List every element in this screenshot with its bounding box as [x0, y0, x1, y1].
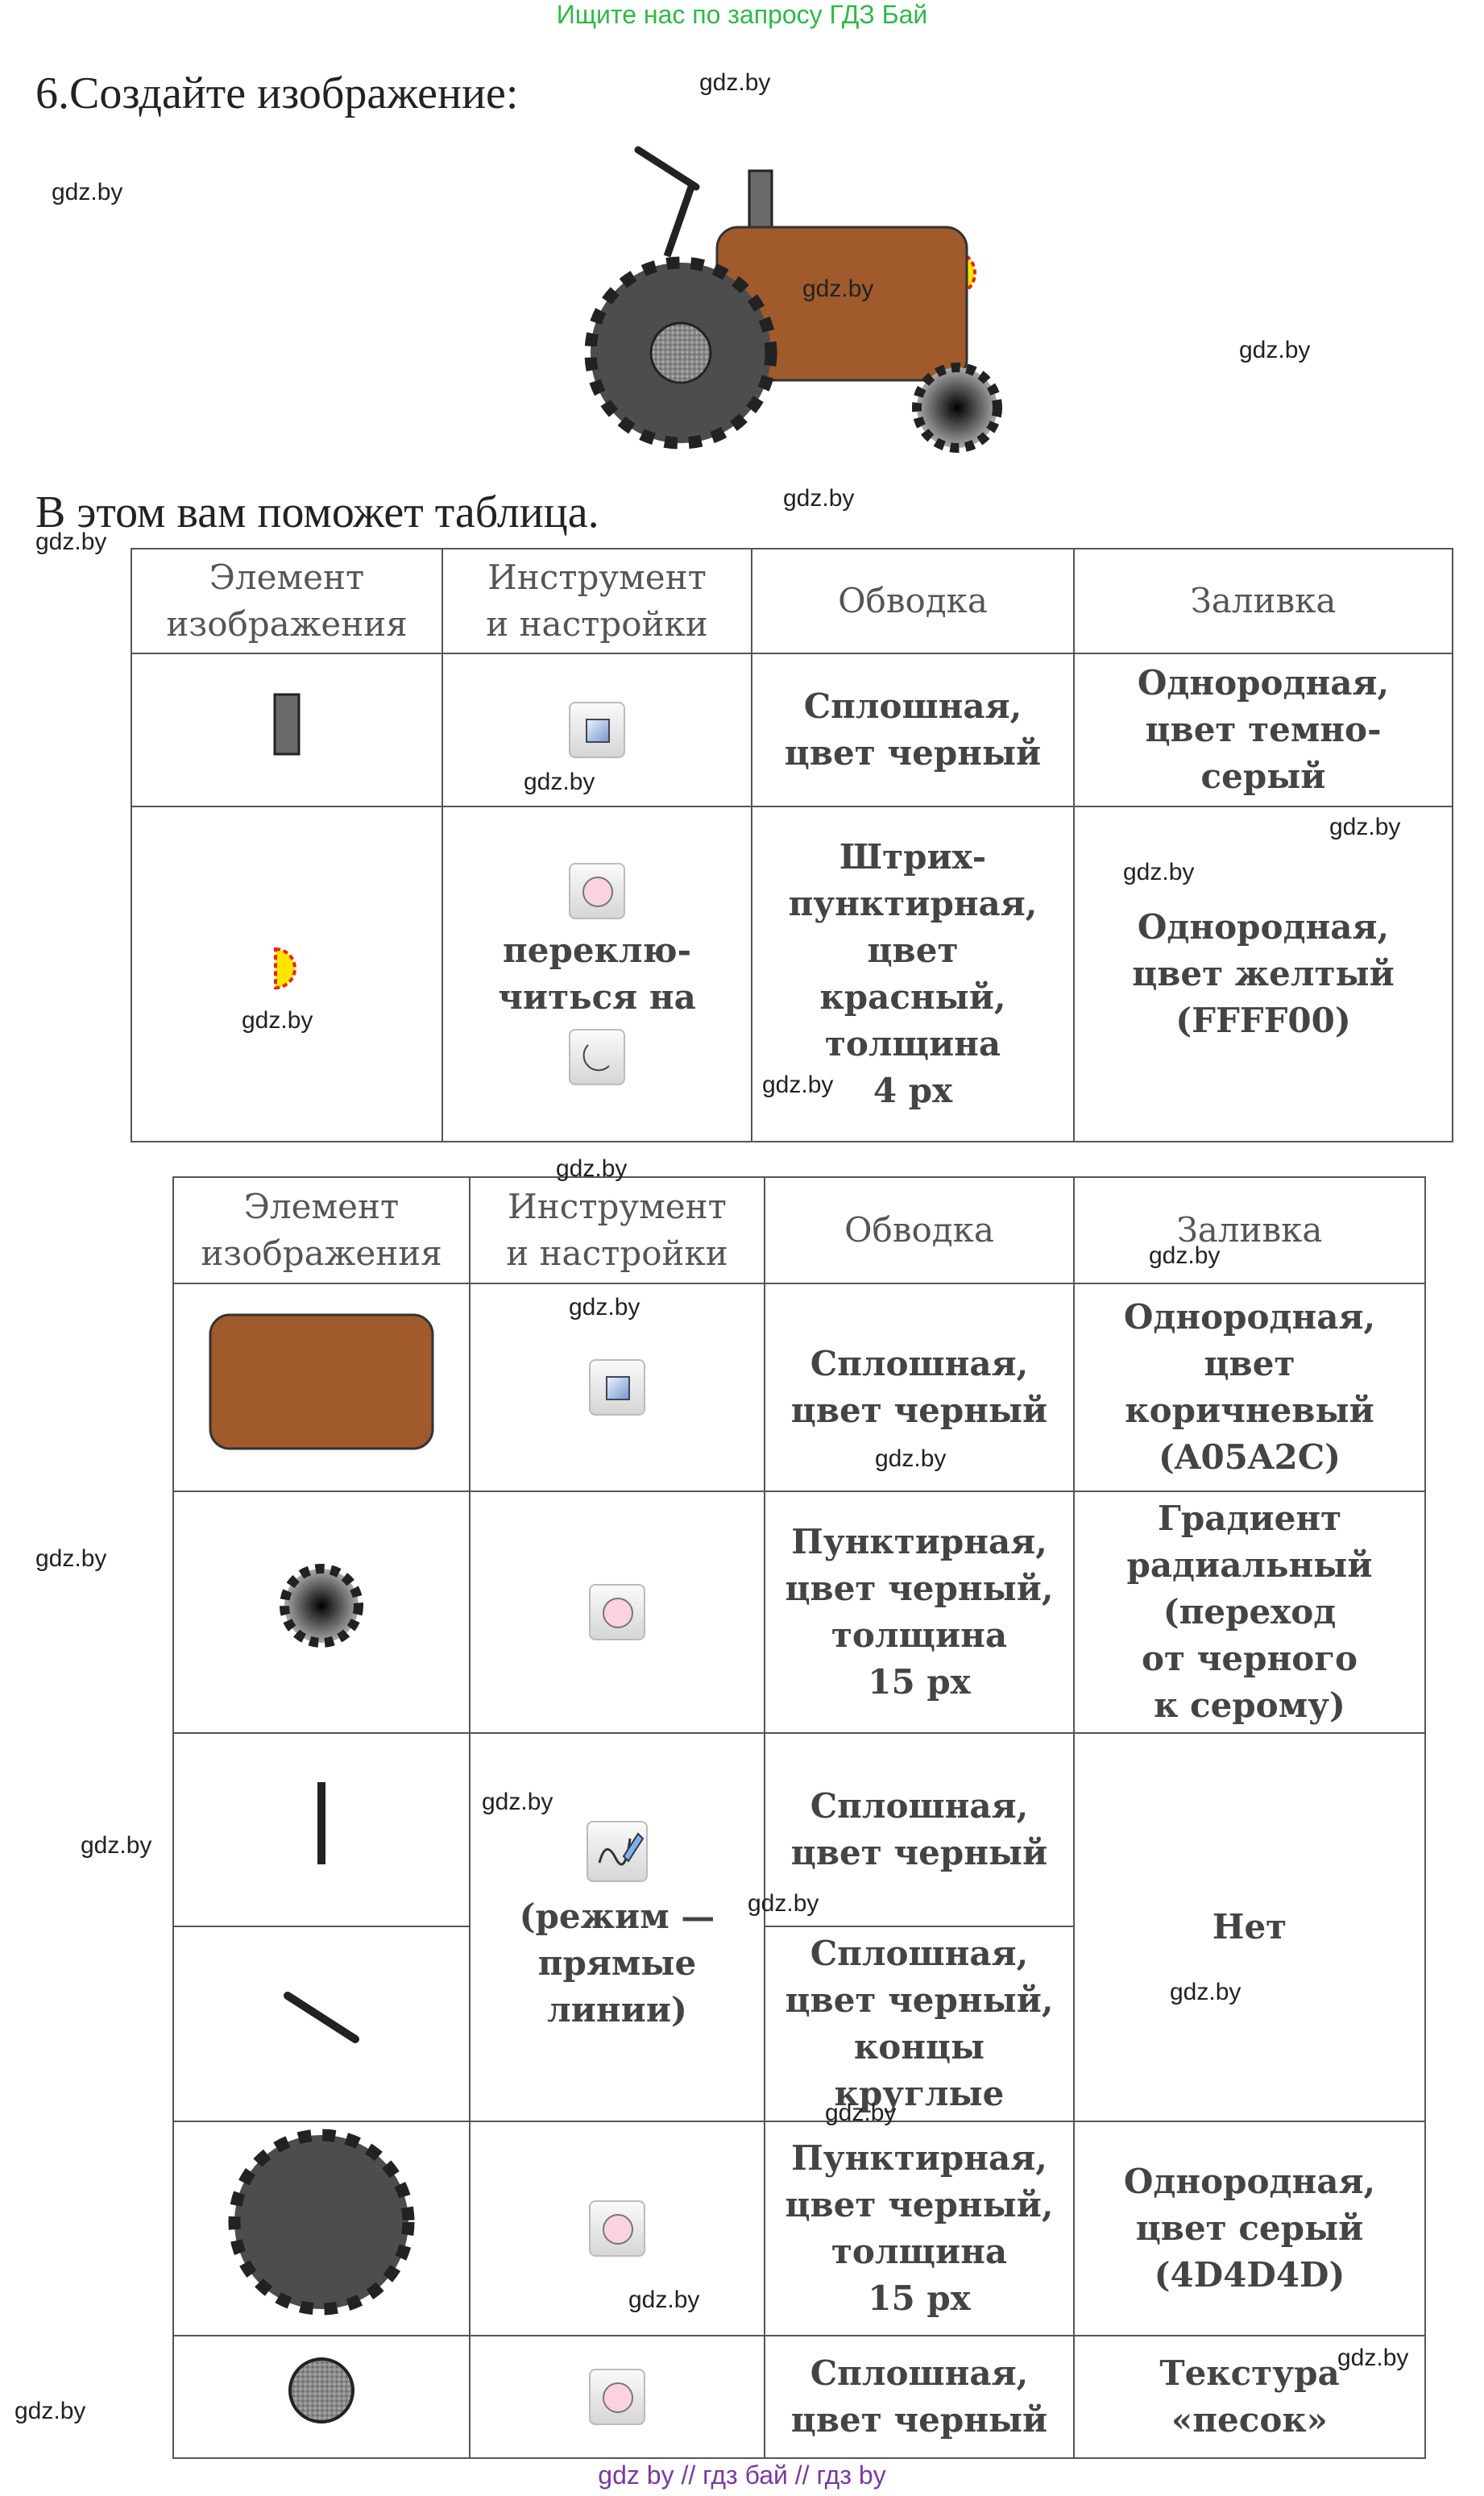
element-cell [172, 1491, 470, 1734]
fill-cell: Однородная, цвет желтый (FFFF00) [1073, 806, 1453, 1142]
watermark: gdz.by [628, 2287, 700, 2313]
yellow-headlight-icon [274, 947, 296, 989]
tractor-illustration [584, 146, 1002, 453]
watermark: gdz.by [699, 69, 771, 96]
steering-rod [663, 185, 695, 258]
arc-segment-icon [569, 1028, 625, 1085]
watermark: gdz.by [242, 1007, 313, 1034]
watermark: gdz.by [35, 529, 107, 555]
dark-gray-rectangle-icon [273, 693, 301, 756]
watermark: gdz.by [1149, 1242, 1221, 1269]
stroke-cell: Пунктирная, цвет черный, толщина 15 px [764, 1491, 1075, 1734]
watermark: gdz.by [1123, 859, 1195, 885]
brown-rounded-rectangle-icon [209, 1313, 434, 1450]
header-stroke: Обводка [764, 1176, 1075, 1284]
rectangle-tool-icon [569, 702, 625, 758]
watermark: gdz.by [482, 1789, 553, 1815]
tool-cell [469, 2120, 765, 2336]
big-wheel-icon [228, 2129, 415, 2316]
exhaust-pipe [748, 169, 773, 230]
element-cell [172, 2334, 470, 2459]
top-banner: Ищите нас по запросу ГДЗ Бай [556, 0, 928, 29]
watermark: gdz.by [1170, 1979, 1242, 2005]
element-cell [131, 806, 443, 1142]
element-cell [131, 653, 443, 807]
stroke-cell: Сплошная, цвет черный, концы круглые [764, 1925, 1075, 2122]
watermark: gdz.by [875, 1445, 947, 1472]
watermark: gdz.by [52, 179, 123, 205]
watermark: gdz.by [35, 1545, 107, 1572]
watermark: gdz.by [556, 1155, 628, 1182]
steering-wheel [634, 146, 700, 191]
wheel-hub [649, 321, 712, 384]
small-gear-wheel-icon [280, 1564, 363, 1648]
header-stroke: Обводка [751, 548, 1075, 654]
header-tool: Инструмент и настройки [469, 1176, 765, 1284]
fill-cell: Градиент радиальный (переход от черного … [1073, 1491, 1426, 1734]
header-fill: Заливка [1073, 548, 1453, 654]
tool-cell: (режим — прямые линии) [469, 1731, 765, 2122]
tool-cell [441, 653, 752, 807]
fill-cell: Однородная, цвет серый (4D4D4D) [1073, 2120, 1426, 2336]
small-wheel [912, 363, 1002, 453]
stroke-cell: Штрих- пунктирная, цвет красный, толщина… [751, 806, 1075, 1142]
rectangle-tool-icon [589, 1359, 645, 1416]
tool-cell [469, 2334, 765, 2459]
stroke-cell: Сплошная, цвет черный [751, 653, 1075, 807]
watermark: gdz.by [524, 769, 595, 795]
element-cell [172, 1283, 470, 1492]
tool-cell [469, 1283, 765, 1492]
vertical-line-icon [317, 1782, 325, 1865]
fill-cell: Однородная, цвет темно- серый [1073, 653, 1453, 807]
watermark: gdz.by [762, 1072, 834, 1098]
watermark: gdz.by [825, 2100, 897, 2126]
header-element: Элемент изображения [131, 548, 443, 654]
hint-table-2: Элемент изображения Инструмент и настрой… [172, 1176, 1426, 2459]
hint-title: В этом вам поможет таблица. [35, 487, 599, 537]
tool-cell [469, 1491, 765, 1734]
watermark: gdz.by [1337, 2345, 1409, 2371]
header-fill: Заливка [1073, 1176, 1426, 1284]
header-element: Элемент изображения [172, 1176, 470, 1284]
task-title: 6.Создайте изображение: [35, 68, 519, 118]
watermark: gdz.by [748, 1890, 819, 1917]
fill-cell: Текстура «песок» [1073, 2334, 1426, 2459]
watermark: gdz.by [783, 485, 855, 512]
watermark: gdz.by [15, 2398, 86, 2424]
footer-links: gdz by // гдз бай // гдз by [598, 2461, 886, 2490]
diagonal-line-icon [284, 1992, 359, 2044]
hint-table-1: Элемент изображения Инструмент и настрой… [131, 548, 1453, 1142]
stroke-cell: Сплошная, цвет черный [764, 1283, 1075, 1492]
tool-note: (режим — прямые линии) [519, 1896, 715, 2030]
element-cell [172, 2120, 470, 2336]
fill-cell: Однородная, цвет коричневый (A05A2C) [1073, 1283, 1426, 1492]
stroke-cell: Сплошная, цвет черный [764, 2334, 1075, 2459]
line-tool-icon [587, 1820, 648, 1882]
ellipse-tool-icon [569, 863, 625, 920]
tool-note: переклю- читься на [498, 931, 696, 1017]
watermark: gdz.by [1239, 337, 1311, 363]
watermark: gdz.by [81, 1832, 152, 1859]
sand-texture-circle-icon [288, 2357, 354, 2424]
element-cell [172, 1731, 470, 1927]
tool-cell: переклю- читься на [441, 806, 752, 1142]
element-cell [172, 1925, 470, 2122]
watermark: gdz.by [802, 276, 874, 302]
ellipse-tool-icon [589, 2368, 645, 2425]
stroke-cell: Пунктирная, цвет черный, толщина 15 px [764, 2120, 1075, 2336]
ellipse-tool-icon [589, 2200, 645, 2257]
stroke-cell: Сплошная, цвет черный [764, 1731, 1075, 1927]
fill-cell: Нет [1073, 1731, 1426, 2122]
header-tool: Инструмент и настройки [441, 548, 752, 654]
ellipse-tool-icon [589, 1583, 645, 1640]
watermark: gdz.by [1329, 814, 1401, 840]
watermark: gdz.by [569, 1294, 640, 1321]
